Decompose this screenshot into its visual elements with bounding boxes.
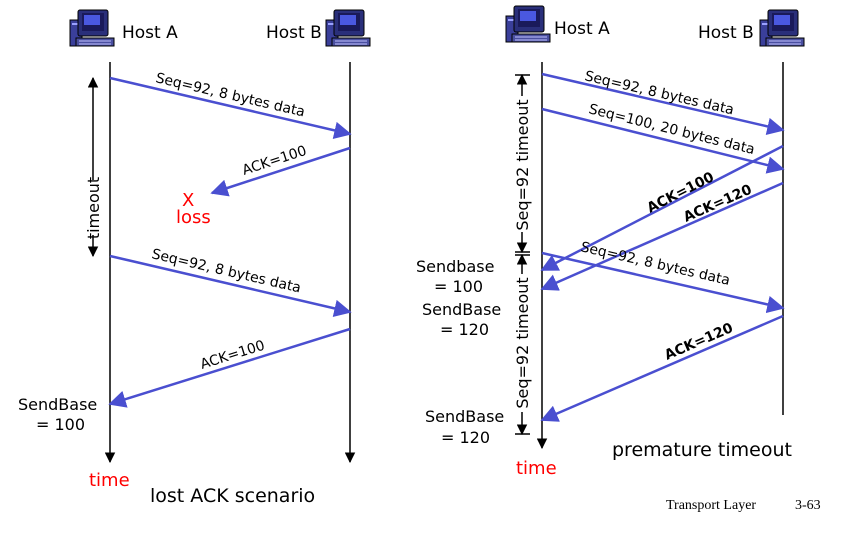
- loss-label: loss: [176, 207, 211, 228]
- right-caption: premature timeout: [612, 439, 792, 461]
- right-host-b-label: Host B: [698, 23, 754, 43]
- right-sendbase-a-value: = 100: [434, 277, 483, 296]
- right-sendbase-c-label: SendBase: [425, 407, 504, 426]
- right-msg1-arrow: [541, 72, 785, 135]
- right-msg3-arrow: [541, 251, 785, 314]
- right-msg3-label: Seq=92, 8 bytes data: [579, 239, 731, 289]
- computer-icon: [325, 9, 371, 47]
- left-ack1-arrow: [210, 146, 351, 197]
- left-timeout-label: timeout: [84, 177, 103, 239]
- left-scenario: Host A Host B timeout Seq=92, 8 bytes da…: [18, 9, 371, 507]
- footer-title: Transport Layer: [666, 498, 756, 513]
- left-host-b-label: Host B: [266, 23, 322, 43]
- right-timeout2-label: Seq=92 timeout: [513, 277, 532, 408]
- right-sendbase-b-value: = 120: [440, 320, 489, 339]
- left-host-a-label: Host A: [122, 23, 178, 43]
- left-sendbase-label: SendBase: [18, 395, 97, 414]
- right-ack1-arrow: [540, 144, 784, 272]
- left-msg2-arrow: [109, 254, 352, 317]
- right-ack3-arrow: [540, 314, 784, 422]
- left-msg1-arrow: [109, 76, 352, 139]
- right-time-label: time: [516, 458, 557, 479]
- computer-icon: [759, 9, 805, 47]
- right-ack2-arrow: [540, 181, 784, 291]
- right-scenario: Host A Host B Seq=92 timeout Seq=92 time…: [416, 5, 805, 479]
- computer-icon: [69, 9, 115, 47]
- right-sendbase-c-value: = 120: [441, 428, 490, 447]
- right-msg2-arrow: [541, 107, 785, 174]
- right-sendbase-a-label: Sendbase: [416, 257, 494, 276]
- right-timeout1-label: Seq=92 timeout: [513, 99, 532, 230]
- footer-page-number: 3-63: [795, 498, 821, 513]
- right-host-a-label: Host A: [554, 19, 610, 39]
- left-time-label: time: [89, 470, 130, 491]
- computer-icon: [505, 5, 551, 43]
- left-sendbase-value: = 100: [36, 415, 85, 434]
- left-ack2-label: ACK=100: [198, 338, 266, 373]
- left-caption: lost ACK scenario: [150, 485, 315, 507]
- right-sendbase-b-label: SendBase: [422, 300, 501, 319]
- left-ack2-arrow: [108, 327, 351, 408]
- loss-mark: X: [182, 190, 194, 211]
- left-msg1-label: Seq=92, 8 bytes data: [154, 70, 306, 120]
